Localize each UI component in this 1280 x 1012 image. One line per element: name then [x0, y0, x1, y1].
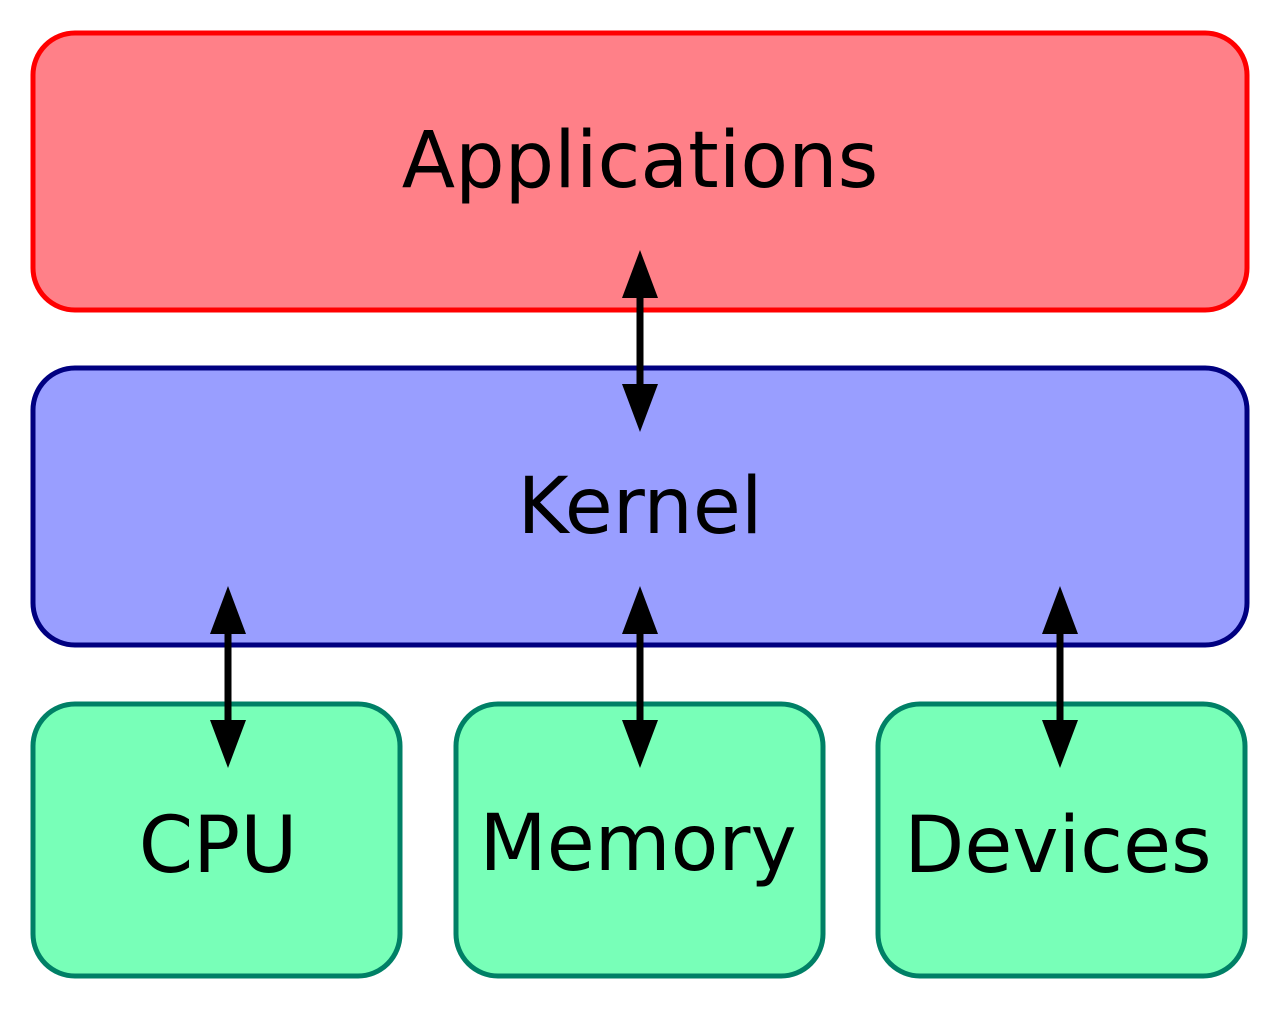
arrow-kernel-memory [622, 586, 658, 768]
cpu-label: CPU [139, 801, 298, 891]
arrowhead-up-icon [622, 250, 658, 298]
applications-label: Applications [402, 116, 878, 206]
arrowhead-down-icon [622, 384, 658, 432]
cpu-box [30, 701, 403, 979]
arrow-applications-kernel [622, 250, 658, 432]
memory-label: Memory [479, 799, 796, 889]
kernel-label: Kernel [517, 462, 762, 552]
arrowhead-up-icon [210, 586, 246, 634]
arrow-kernel-cpu [210, 586, 246, 768]
arrowhead-down-icon [210, 720, 246, 768]
arrow-kernel-devices [1042, 586, 1078, 768]
devices-label: Devices [904, 801, 1211, 891]
arrowhead-down-icon [1042, 720, 1078, 768]
arrowhead-up-icon [622, 586, 658, 634]
arrowhead-down-icon [622, 720, 658, 768]
arrowhead-up-icon [1042, 586, 1078, 634]
